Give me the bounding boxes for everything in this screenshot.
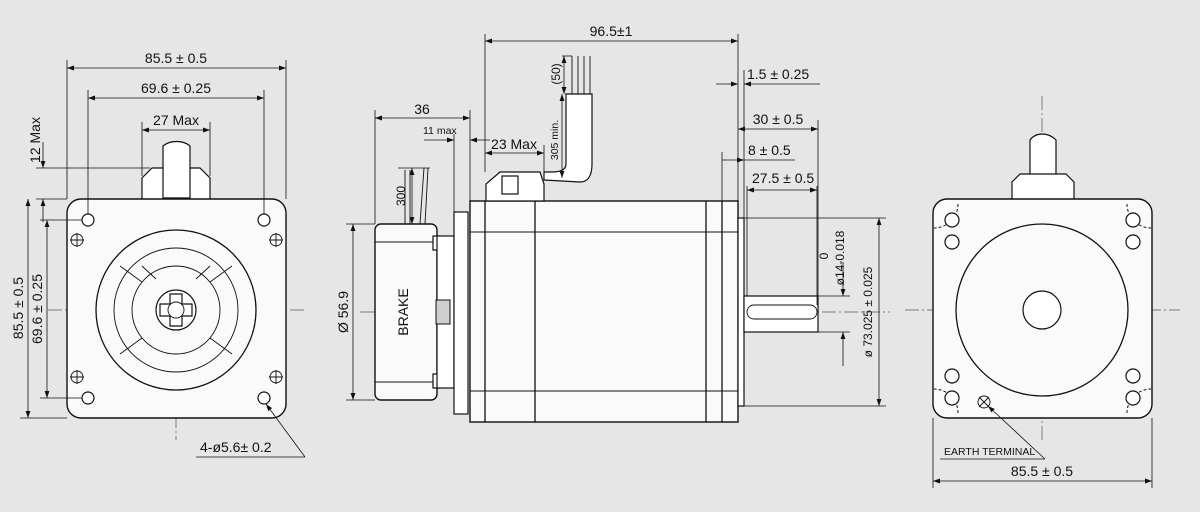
side-dim-lead-length-label: 305 min. <box>549 120 561 160</box>
side-dim-brake-length-label: 36 <box>414 101 430 117</box>
side-cable <box>543 93 593 183</box>
front-outer-ring <box>95 229 257 391</box>
front-dim-height-holes: 69.6 ± 0.25 <box>29 219 82 399</box>
side-dim-pilot-length: 8 ± 0.5 <box>721 142 795 201</box>
side-dim-shaft-diameter: 0 ø14-0.018 <box>817 230 850 366</box>
front-cable <box>162 140 191 199</box>
side-dim-brake-diameter-label: Ø 56.9 <box>335 291 351 333</box>
front-dim-width-outer: 85.5 ± 0.5 <box>66 50 287 199</box>
rear-end-cap <box>955 223 1129 397</box>
side-dim-lead-length: 305 min. <box>549 94 565 178</box>
earth-terminal-label: EARTH TERMINAL <box>944 446 1035 458</box>
side-dim-pilot-diameter: ø 73.025 ± 0.025 <box>744 217 886 407</box>
side-dim-pilot-length-label: 8 ± 0.5 <box>748 142 791 158</box>
front-dim-width-outer-label: 85.5 ± 0.5 <box>145 50 207 66</box>
earth-terminal-icon <box>977 395 991 409</box>
front-dim-mount-holes-label: 4-ø5.6± 0.2 <box>200 439 272 455</box>
motor-shaft <box>743 295 819 333</box>
side-dim-brake-gap: 11 max <box>423 125 490 212</box>
side-dim-connector-offset-label: 23 Max <box>491 136 537 152</box>
side-dim-brake-lead: 300 <box>394 167 430 224</box>
front-dim-connector-height: 12 Max <box>27 117 150 222</box>
rear-dim-width-label: 85.5 ± 0.5 <box>1011 463 1073 479</box>
cable-wires <box>571 56 591 94</box>
side-dim-key-length-label: 27.5 ± 0.5 <box>752 170 814 186</box>
side-dim-flange-thickness-label: 1.5 ± 0.25 <box>747 66 809 82</box>
side-dim-shaft-tol-upper: 0 <box>817 252 831 259</box>
side-dim-pilot-diameter-label: ø 73.025 ± 0.025 <box>861 266 875 357</box>
front-view: 85.5 ± 0.5 69.6 ± 0.25 27 Max 12 Max 85.… <box>10 50 306 458</box>
rear-mount-holes <box>944 212 1141 406</box>
front-dim-connector-width: 27 Max <box>141 112 211 176</box>
front-dim-height-outer: 85.5 ± 0.5 <box>10 199 67 419</box>
shaft-keyway <box>746 304 818 320</box>
front-dim-height-outer-label: 85.5 ± 0.5 <box>10 277 26 339</box>
rear-connector-housing <box>1011 173 1075 201</box>
front-dim-connector-height-label: 12 Max <box>27 117 43 163</box>
front-shaft-end <box>167 301 185 319</box>
brake-leads <box>404 167 429 225</box>
front-pilot <box>737 217 745 407</box>
front-ring-inner-edge <box>131 265 221 355</box>
front-ring-slots <box>119 265 233 355</box>
rear-view: EARTH TERMINAL 85.5 ± 0.5 <box>905 96 1180 488</box>
side-dim-lead-strip: (50) <box>549 55 572 94</box>
rear-dim-width: 85.5 ± 0.5 <box>932 418 1153 488</box>
side-dim-lead-strip-label: (50) <box>549 63 563 84</box>
front-dim-connector-width-label: 27 Max <box>153 112 199 128</box>
front-mount-holes <box>70 213 283 405</box>
front-shaft-cross <box>159 293 193 327</box>
side-dim-total-length: 96.5±1 <box>484 23 739 201</box>
side-dim-shaft-length: 30 ± 0.5 <box>738 111 819 296</box>
side-dim-shaft-length-label: 30 ± 0.5 <box>753 111 804 127</box>
rear-flange-plate <box>453 211 469 415</box>
side-connector-latch <box>501 175 519 195</box>
front-dim-width-holes: 69.6 ± 0.25 <box>87 80 265 214</box>
side-dim-connector-offset: 23 Max <box>485 136 545 172</box>
rear-cable <box>1029 133 1057 179</box>
side-dim-shaft-diameter-label: ø14-0.018 <box>833 230 847 285</box>
side-dim-brake-gap-label: 11 max <box>423 125 457 137</box>
side-dim-brake-length: 36 <box>374 101 471 224</box>
front-dim-height-holes-label: 69.6 ± 0.25 <box>29 274 45 344</box>
brake-label: BRAKE <box>395 288 411 335</box>
earth-terminal: EARTH TERMINAL <box>940 395 1046 460</box>
front-ring-outer-edge <box>113 247 239 373</box>
side-dim-brake-diameter: Ø 56.9 <box>335 223 375 401</box>
side-view: BRAKE 96.5±1 <box>335 23 890 423</box>
front-dim-mount-holes: 4-ø5.6± 0.2 <box>196 403 306 458</box>
rear-bearing <box>1022 290 1062 330</box>
side-dim-total-length-label: 96.5±1 <box>590 23 633 39</box>
front-dim-width-holes-label: 69.6 ± 0.25 <box>141 80 211 96</box>
side-dim-brake-lead-label: 300 <box>394 186 408 206</box>
side-dim-flange-thickness: 1.5 ± 0.25 <box>716 66 820 218</box>
brake-coupling <box>435 299 451 325</box>
motor-body <box>469 200 739 423</box>
side-dim-key-length: 27.5 ± 0.5 <box>746 170 818 305</box>
